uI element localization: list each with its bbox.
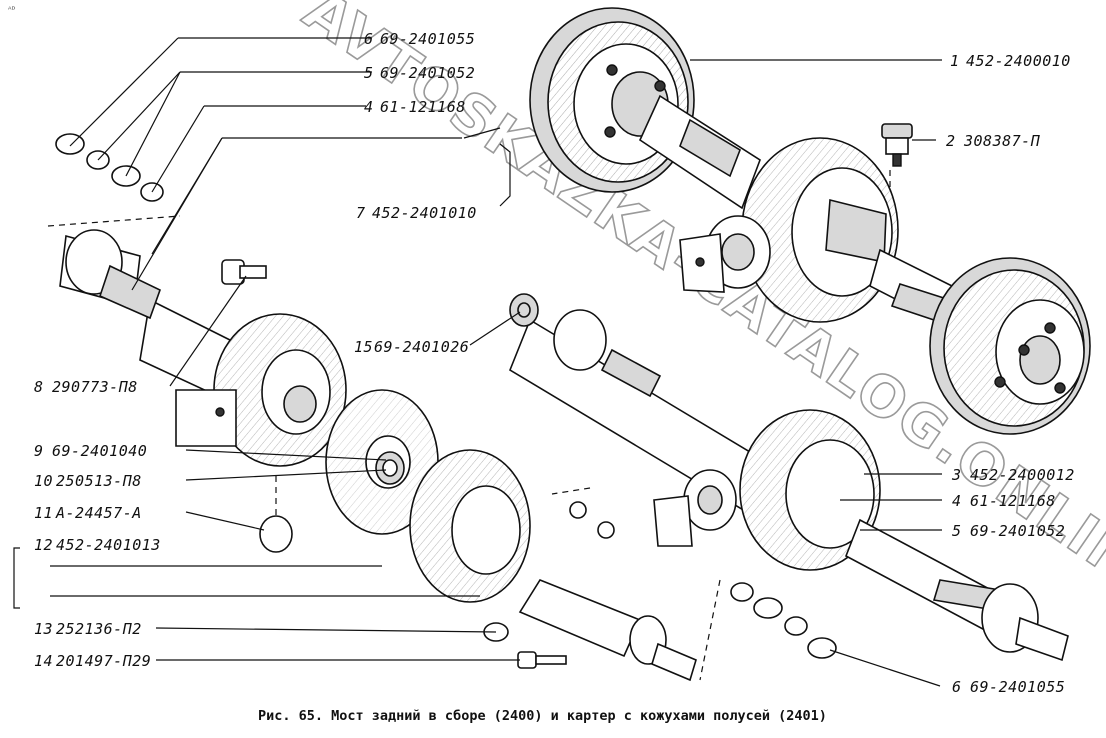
callout-num: 4 xyxy=(952,492,962,510)
callout-num: 2 xyxy=(946,132,956,150)
bearing xyxy=(375,451,405,485)
plug xyxy=(259,515,293,553)
callout-num: 13 xyxy=(34,620,53,638)
callout-code: 61-121168 xyxy=(380,98,466,116)
differential-housing-top xyxy=(679,137,899,323)
brake-drum-right xyxy=(929,257,1091,435)
breather-valve xyxy=(881,123,913,167)
brake-drum-left xyxy=(529,7,695,193)
callout-code: 452-2401013 xyxy=(56,536,161,554)
callout-code: 452-2400012 xyxy=(970,466,1075,484)
callout-labels: 6 69-2401055 5 69-2401052 4 61-121168 7 … xyxy=(34,30,1075,696)
callout-num: 7 xyxy=(356,204,366,222)
figure-caption: Рис. 65. Мост задний в сборе (2400) и ка… xyxy=(258,708,827,724)
corner-mark: ᴬᴰ xyxy=(8,5,15,14)
callout-num: 15 xyxy=(354,338,373,356)
callout-code: 61-121168 xyxy=(970,492,1056,510)
fastener-set-right xyxy=(730,582,837,659)
callout-code: 452-2400010 xyxy=(966,52,1071,70)
left-half-housing xyxy=(59,229,347,467)
callout-code: 69-2401052 xyxy=(970,522,1065,540)
callout-num: 6 xyxy=(952,678,962,696)
callout-num: 8 xyxy=(34,378,44,396)
callout-code: 69-2401055 xyxy=(380,30,475,48)
callout-num: 11 xyxy=(34,504,53,522)
callout-num: 3 xyxy=(951,466,962,484)
callout-code: А-24457-А xyxy=(55,504,142,522)
axle-housing-assembly xyxy=(509,293,1069,662)
callout-code: 252136-П2 xyxy=(56,620,142,638)
callout-num: 5 xyxy=(952,522,962,540)
callout-num: 5 xyxy=(364,64,374,82)
callout-code: 69-2401040 xyxy=(52,442,147,460)
callout-code: 452-2401010 xyxy=(372,204,477,222)
callout-num: 1 xyxy=(950,52,960,70)
callout-num: 9 xyxy=(34,442,44,460)
callout-num: 12 xyxy=(34,536,53,554)
assembled-axle-illustration xyxy=(529,7,1091,435)
right-half-housing xyxy=(409,449,697,682)
callout-num: 6 xyxy=(364,30,374,48)
callout-code: 69-2401052 xyxy=(380,64,475,82)
callout-num: 14 xyxy=(34,652,53,670)
fastener-set-left xyxy=(55,133,164,202)
callout-code: 69-2401026 xyxy=(374,338,469,356)
leader-lines xyxy=(13,37,942,687)
callout-code: 290773-П8 xyxy=(52,378,138,396)
washer-and-bolt xyxy=(483,622,567,669)
callout-num: 10 xyxy=(34,472,53,490)
callout-code: 201497-П29 xyxy=(56,652,151,670)
callout-code: 69-2401055 xyxy=(970,678,1065,696)
callout-num: 4 xyxy=(364,98,374,116)
callout-code: 250513-П8 xyxy=(56,472,142,490)
callout-code: 308387-П xyxy=(963,132,1041,150)
